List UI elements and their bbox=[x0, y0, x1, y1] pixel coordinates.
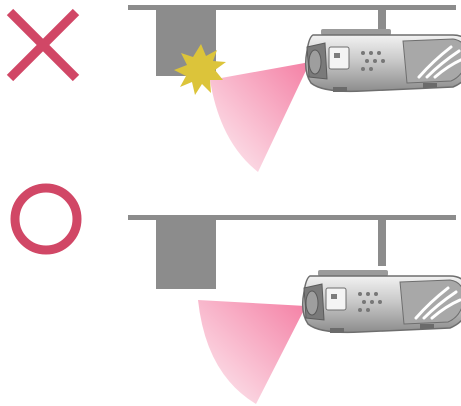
ceiling-line bbox=[128, 5, 456, 10]
panel-correct bbox=[10, 183, 461, 404]
starburst-glare-icon bbox=[174, 44, 226, 95]
ceiling-line bbox=[128, 215, 456, 220]
mount-pole bbox=[378, 10, 386, 40]
projector bbox=[304, 27, 461, 94]
mount-pole bbox=[378, 220, 386, 266]
circle-icon bbox=[10, 183, 82, 255]
panel-incorrect bbox=[6, 5, 461, 172]
ceiling-soffit bbox=[156, 220, 216, 289]
projector bbox=[301, 268, 461, 335]
projection-beam bbox=[210, 62, 310, 172]
cross-icon bbox=[6, 8, 80, 82]
projection-beam bbox=[198, 300, 306, 404]
